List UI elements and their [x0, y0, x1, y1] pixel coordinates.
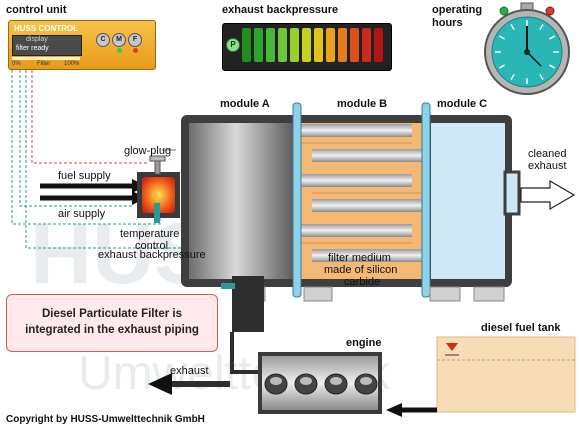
control-unit-scale-mid: Filter — [37, 61, 51, 67]
filter-medium-label-2: made of silicon — [324, 264, 398, 276]
control-unit-button-c[interactable]: C — [96, 33, 110, 47]
control-unit-scale-min: 0% — [12, 61, 21, 67]
control-unit-scale — [12, 57, 80, 60]
control-unit-led-green — [117, 48, 122, 53]
fuel-level-marker — [446, 343, 458, 351]
glow-plug-label: glow-plug — [124, 145, 172, 157]
control-unit-title: control unit — [6, 4, 67, 16]
diesel-fuel-tank — [436, 336, 576, 413]
temperature-control-label-2: control — [135, 240, 169, 252]
backpressure-sensor-label: exhaust backpressure — [98, 249, 206, 261]
backpressure-gauge-segment — [362, 28, 371, 62]
backpressure-gauge-segment — [302, 28, 311, 62]
exhaust-label: exhaust — [170, 365, 209, 377]
module-c-label: module C — [437, 98, 488, 110]
fuel-supply-label: fuel supply — [58, 170, 111, 182]
module-c-body — [431, 123, 505, 279]
control-unit-display-label: display — [26, 36, 48, 43]
cleaned-exhaust-arrow — [520, 179, 576, 211]
cleaned-exhaust-label-1: cleaned — [528, 148, 567, 160]
module-b-label: module B — [337, 98, 388, 110]
module-a-body — [189, 123, 293, 279]
backpressure-gauge-segment — [242, 28, 251, 62]
control-unit-led-red — [133, 48, 138, 53]
control-unit-scale-max: 100% — [64, 61, 80, 67]
backpressure-gauge-segment — [254, 28, 263, 62]
exhaust-inlet-pipe — [232, 276, 264, 332]
temperature-control-label-1: temperature — [120, 228, 180, 240]
backpressure-gauge-segment — [266, 28, 275, 62]
fuel-feed-arrowhead — [386, 403, 402, 417]
filter-medium-label-3: carbide — [344, 276, 381, 288]
flange-bc — [421, 102, 431, 298]
signal-line-glowplug — [31, 70, 148, 164]
exhaust-arrow — [148, 373, 172, 395]
backpressure-sensor — [221, 283, 235, 289]
flange-ab — [292, 102, 302, 298]
info-callout-line-2: integrated in the exhaust piping — [25, 324, 199, 336]
control-unit-button-m[interactable]: M — [112, 33, 126, 47]
control-unit-status: filter ready — [16, 45, 49, 52]
backpressure-gauge-segment — [278, 28, 287, 62]
exhaust-backpressure-title: exhaust backpressure — [222, 4, 339, 16]
temperature-sensor — [154, 203, 160, 223]
cleaned-exhaust-outlet — [503, 170, 521, 216]
backpressure-gauge-segment — [338, 28, 347, 62]
backpressure-gauge-segment — [326, 28, 335, 62]
operating-hours-title-1: operating — [432, 4, 483, 16]
backpressure-gauge-segment — [290, 28, 299, 62]
backpressure-gauge-segment — [314, 28, 323, 62]
stopwatch-icon — [484, 2, 570, 95]
control-unit-brand: HUSS CONTROL — [14, 24, 78, 33]
control-unit-button-f[interactable]: F — [128, 33, 142, 47]
info-callout: Diesel Particulate Filter is integrated … — [6, 294, 218, 352]
backpressure-gauge-segment — [374, 28, 383, 62]
engine-label: engine — [346, 337, 382, 349]
info-callout-line-1: Diesel Particulate Filter is — [42, 308, 182, 320]
module-a-label: module A — [220, 98, 270, 110]
operating-hours-title-2: hours — [432, 17, 463, 29]
air-supply-label: air supply — [58, 208, 106, 220]
burner-flame — [142, 177, 175, 213]
diesel-fuel-tank-label: diesel fuel tank — [481, 322, 561, 334]
signal-line-air — [19, 70, 134, 207]
backpressure-indicator: P — [226, 38, 240, 52]
cleaned-exhaust-label-2: exhaust — [528, 160, 567, 172]
copyright: Copyright by HUSS-Umwelttechnik GmbH — [6, 414, 205, 425]
filter-medium-label-1: filter medium — [328, 252, 391, 264]
control-unit-screen — [12, 35, 82, 56]
backpressure-gauge-segment — [350, 28, 359, 62]
